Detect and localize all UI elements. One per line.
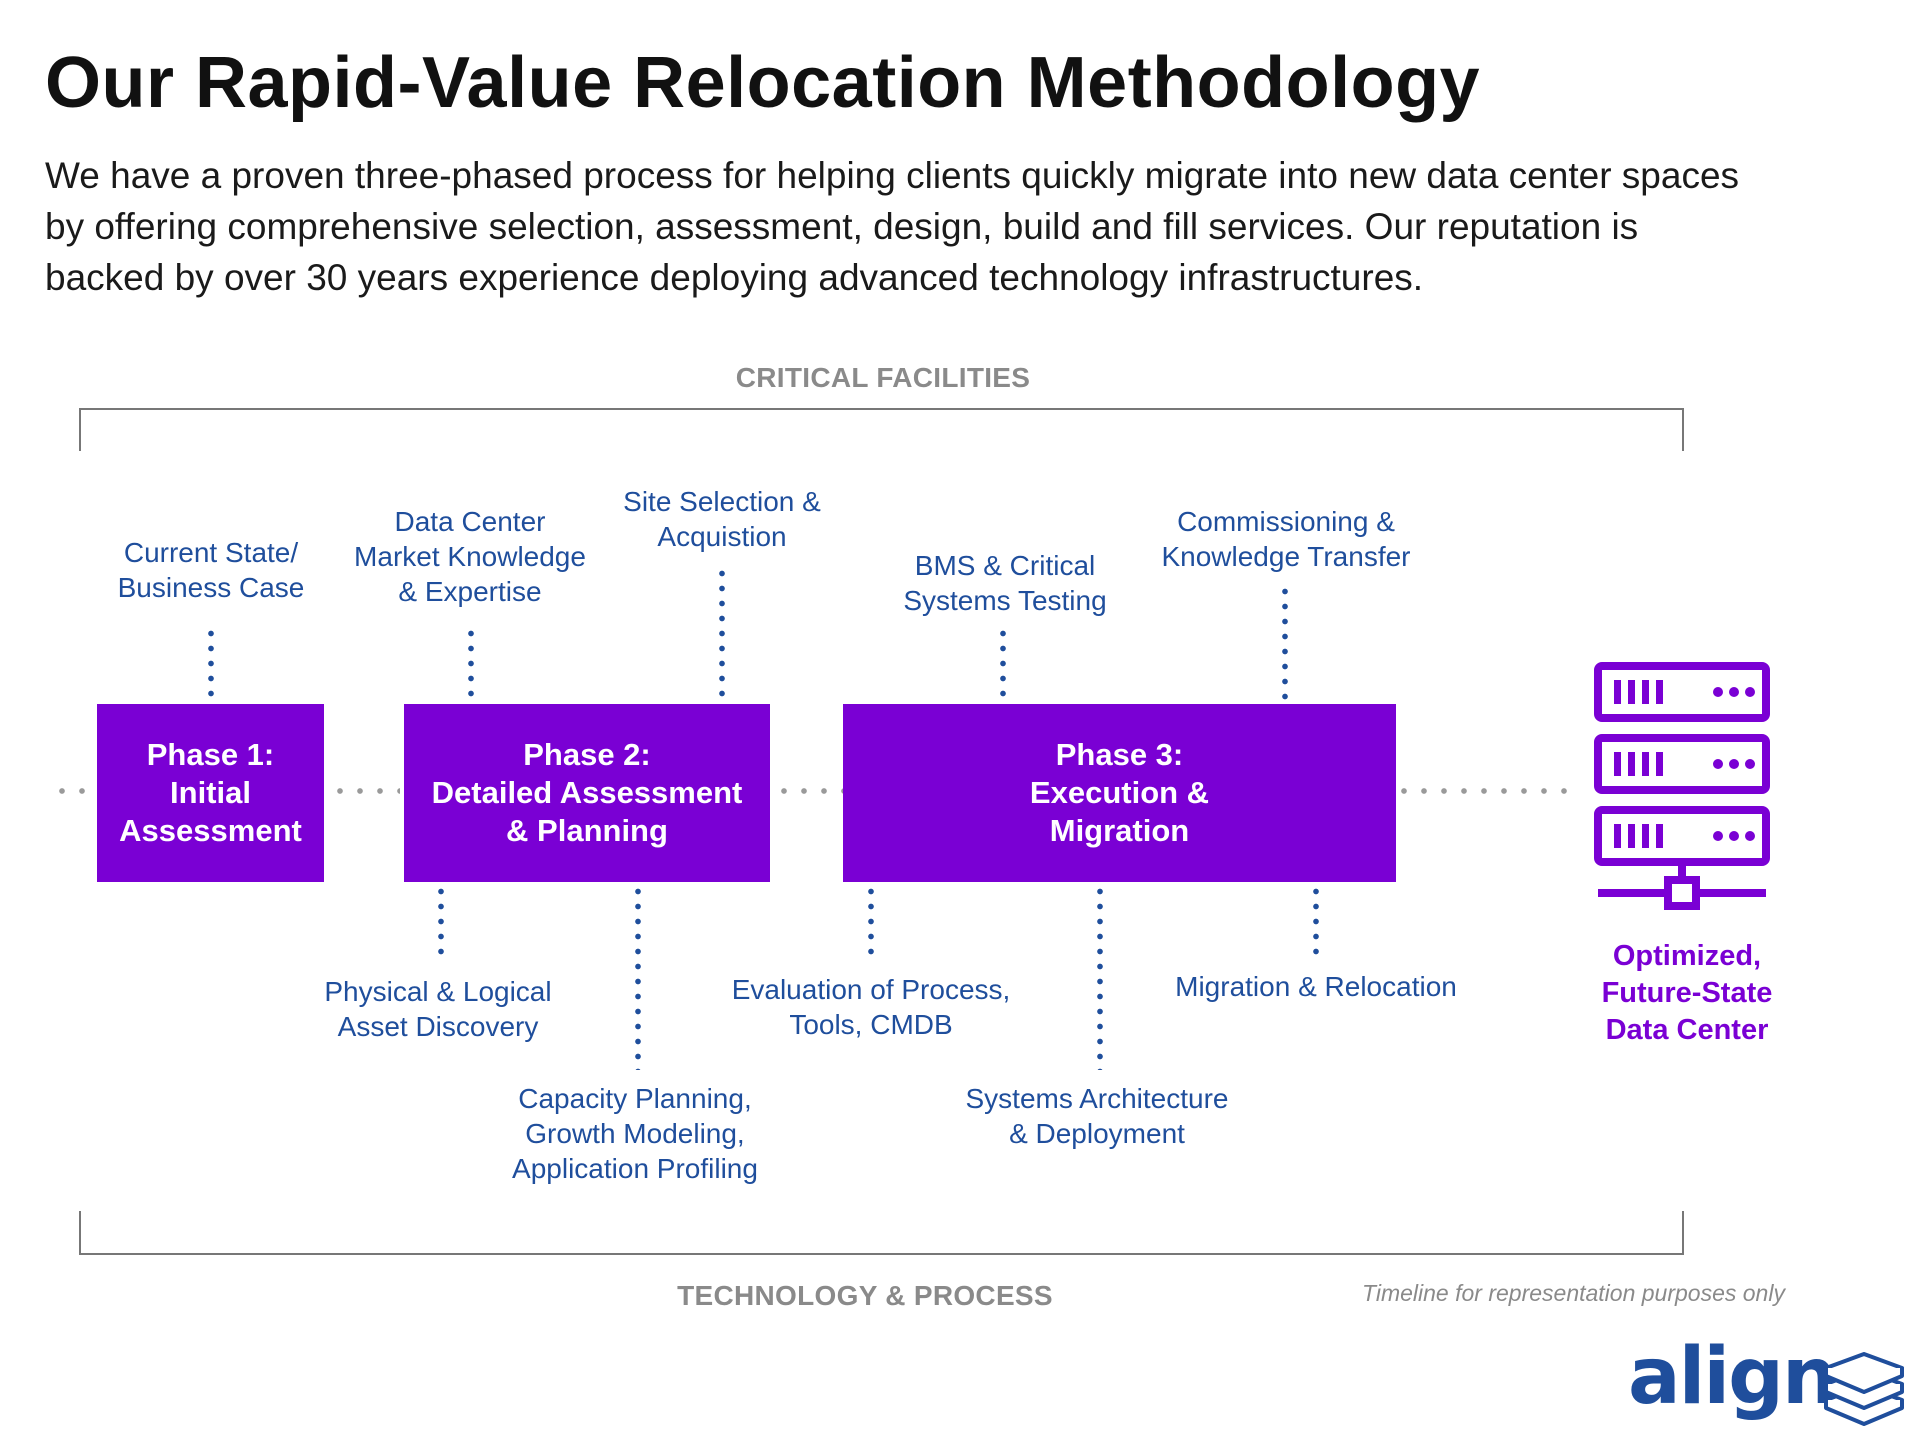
phase-title: Phase 1: — [146, 737, 275, 772]
label-connector — [1313, 884, 1319, 960]
label-connector — [868, 884, 874, 960]
phase-title: Phase 2: — [523, 737, 651, 772]
timeline-connector — [774, 787, 844, 795]
label-connector — [208, 626, 214, 702]
timeline-connector — [1394, 787, 1574, 795]
phase-title: Phase 3: — [1055, 737, 1184, 772]
label-connector — [719, 566, 725, 702]
timeline-disclaimer: Timeline for representation purposes onl… — [1362, 1280, 1785, 1306]
top-label-site-selection: Site Selection &Acquistion — [623, 486, 821, 552]
critical-facilities-bracket — [79, 408, 1684, 451]
label-connector — [1097, 884, 1103, 1070]
logo-wordmark: align — [1628, 1332, 1837, 1422]
phase-title: Initial — [170, 775, 251, 810]
server-rack-icon — [1594, 662, 1770, 910]
label-connector — [635, 884, 641, 1070]
phase-2-box: Phase 2: Detailed Assessment & Planning — [404, 704, 770, 882]
stacked-layers-icon — [1824, 1352, 1904, 1426]
phase-title: Migration — [1049, 813, 1190, 848]
bottom-label-migration: Migration & Relocation — [1175, 971, 1457, 1002]
technology-process-label: TECHNOLOGY & PROCESS — [677, 1280, 1053, 1311]
top-label-commissioning: Commissioning &Knowledge Transfer — [1161, 506, 1411, 572]
bottom-label-systems-architecture: Systems Architecture& Deployment — [965, 1083, 1229, 1149]
technology-process-bracket — [79, 1211, 1684, 1255]
top-label-current-state: Current State/Business Case — [117, 537, 305, 603]
label-connector — [1000, 626, 1006, 702]
label-connector — [468, 626, 474, 702]
critical-facilities-label: CRITICAL FACILITIES — [735, 362, 1031, 393]
phase-title: Execution & — [1029, 775, 1210, 810]
intro-paragraph: We have a proven three-phased process fo… — [45, 155, 1740, 298]
phase-1-box: Phase 1: Initial Assessment — [97, 704, 324, 882]
phase-title: Assessment — [119, 813, 302, 848]
timeline-connector — [330, 787, 400, 795]
page-title: Our Rapid-Value Relocation Methodology — [45, 43, 1481, 123]
timeline-connector — [52, 787, 92, 795]
label-connector — [438, 884, 444, 960]
phase-title: Detailed Assessment — [431, 775, 743, 810]
phase-title: & Planning — [506, 813, 668, 848]
bottom-label-evaluation: Evaluation of Process,Tools, CMDB — [731, 974, 1011, 1040]
label-connector — [1282, 584, 1288, 702]
align-logo: align — [1628, 1332, 1918, 1438]
phase-3-box: Phase 3: Execution & Migration — [843, 704, 1396, 882]
bottom-label-capacity-planning: Capacity Planning,Growth Modeling,Applic… — [512, 1083, 758, 1184]
